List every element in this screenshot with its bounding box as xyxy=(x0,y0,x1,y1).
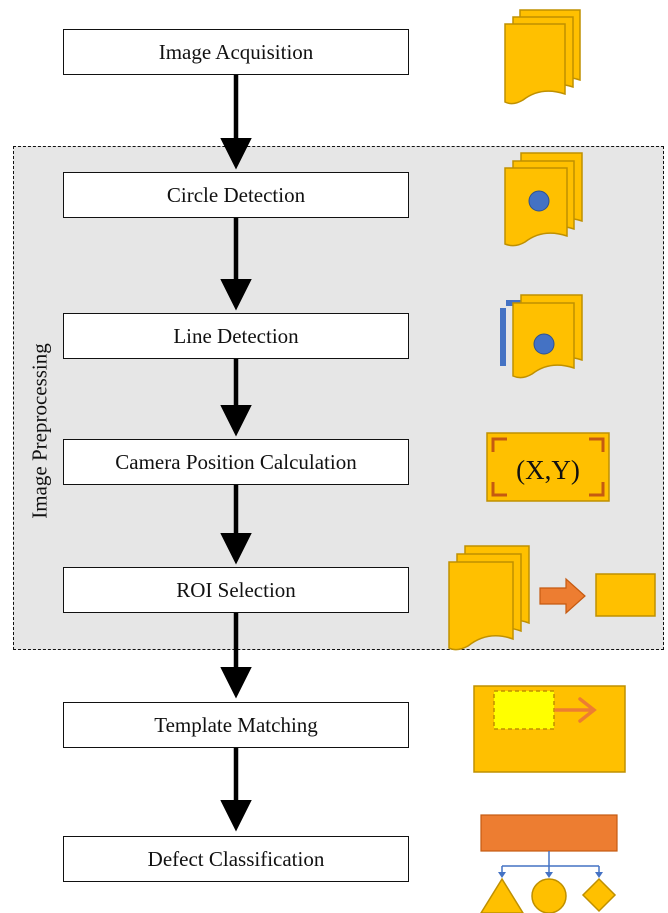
detected-circle-icon xyxy=(528,190,550,212)
detected-circle-icon xyxy=(533,333,555,355)
detected-line-bar-vertical xyxy=(500,308,506,366)
step-circle-detection: Circle Detection xyxy=(63,172,409,218)
cropped-region-icon xyxy=(595,573,656,617)
circle-class-icon xyxy=(531,878,567,913)
roi-crop-icon xyxy=(448,545,656,651)
coordinate-frame-icon: (X,Y) xyxy=(486,432,610,502)
classification-tree-icon xyxy=(480,814,618,913)
line-document-icon xyxy=(500,294,583,379)
step-defect-classification: Defect Classification xyxy=(63,836,409,882)
step-template-matching: Template Matching xyxy=(63,702,409,748)
triangle-class-icon xyxy=(480,877,524,913)
circle-document-icon xyxy=(504,152,583,247)
diamond-class-icon xyxy=(581,877,617,913)
svg-text:(X,Y): (X,Y) xyxy=(516,455,580,485)
step-roi-selection: ROI Selection xyxy=(63,567,409,613)
step-image-acquisition: Image Acquisition xyxy=(63,29,409,75)
template-window-icon xyxy=(493,690,555,730)
template-match-icon xyxy=(473,685,626,773)
document-stack-icon xyxy=(504,9,581,105)
slide-arrow-icon xyxy=(554,697,597,723)
step-camera-position-calculation: Camera Position Calculation xyxy=(63,439,409,485)
step-line-detection: Line Detection xyxy=(63,313,409,359)
class-root-icon xyxy=(480,814,618,852)
right-arrow-icon xyxy=(539,577,586,615)
